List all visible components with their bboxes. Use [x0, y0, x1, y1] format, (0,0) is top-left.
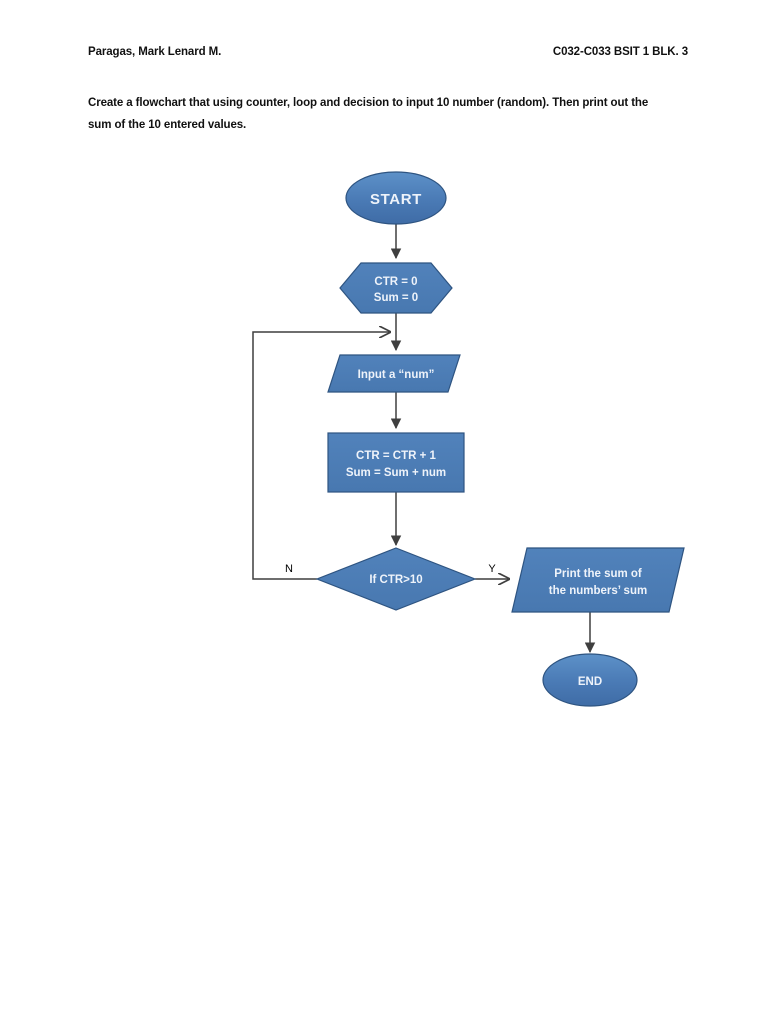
start-ellipse-shape — [345, 171, 447, 225]
process-rectangle-shape — [327, 432, 465, 493]
decision-label: If CTR>10 — [369, 574, 422, 586]
node-print: Print the sum of the numbers’ sum — [511, 547, 685, 613]
node-process: CTR = CTR + 1 Sum = Sum + num — [327, 432, 465, 493]
node-decision: If CTR>10 — [315, 547, 477, 611]
node-start: START — [345, 171, 447, 225]
init-label-line2: Sum = 0 — [374, 292, 418, 304]
end-label: END — [578, 676, 602, 688]
branch-label-no: N — [285, 563, 293, 575]
input-label: Input a “num” — [358, 369, 435, 381]
print-parallelogram-shape — [511, 547, 685, 613]
assignment-prompt: Create a flowchart that using counter, l… — [88, 97, 649, 132]
decision-diamond-shape — [315, 547, 477, 611]
process-label-line1: CTR = CTR + 1 — [356, 450, 436, 462]
node-end: END — [542, 653, 638, 707]
print-label-line2: the numbers’ sum — [549, 585, 647, 597]
node-input: Input a “num” — [327, 354, 461, 393]
init-hexagon-shape — [339, 262, 453, 314]
print-label-line1: Print the sum of — [554, 568, 642, 580]
input-parallelogram-shape — [327, 354, 461, 393]
student-name: Paragas, Mark Lenard M. — [88, 46, 222, 58]
page-header: Paragas, Mark Lenard M. C032-C033 BSIT 1… — [88, 46, 688, 58]
connector-decision-no-loopback — [252, 332, 390, 580]
course-code: C032-C033 BSIT 1 BLK. 3 — [552, 46, 688, 58]
process-label-line2: Sum = Sum + num — [346, 467, 446, 479]
end-ellipse-shape — [542, 653, 638, 707]
branch-label-yes: Y — [488, 563, 496, 575]
node-init: CTR = 0 Sum = 0 — [339, 262, 453, 314]
start-label: START — [370, 191, 422, 208]
init-label-line1: CTR = 0 — [374, 276, 417, 288]
